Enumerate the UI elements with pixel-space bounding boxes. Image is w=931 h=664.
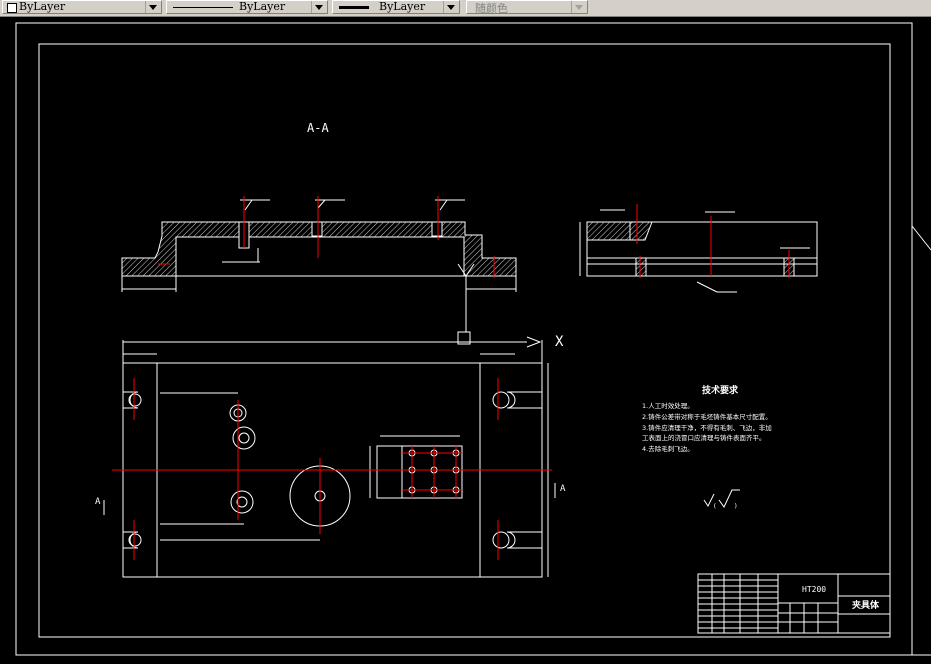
side-center-lines	[636, 204, 790, 278]
title-block-material: HT200	[802, 585, 826, 594]
sheet-inner-border	[38, 43, 891, 638]
chevron-down-icon[interactable]	[311, 1, 326, 13]
tech-requirements: 技术要求 1.人工时效处理。 2.铸件公差带对称于毛坯铸件基本尺寸配置。 3.铸…	[642, 384, 772, 453]
lineweight-dropdown[interactable]: ByLayer	[332, 0, 460, 14]
roughness-symbol-icon: ( )	[703, 489, 740, 510]
properties-toolbar: ByLayer ByLayer ByLayer 随颜色	[0, 0, 931, 17]
plotstyle-dropdown: 随颜色	[466, 0, 588, 15]
section-label: A-A	[307, 121, 329, 135]
lineweight-dropdown-value: ByLayer	[379, 0, 426, 13]
section-view-a-a	[121, 199, 517, 332]
chevron-down-icon[interactable]	[443, 1, 458, 13]
plan-center-lines	[112, 378, 552, 560]
linetype-preview-icon	[173, 7, 233, 8]
tech-requirement-item: 4.去除毛刺飞边。	[642, 444, 694, 453]
x-axis-label: X	[555, 334, 564, 350]
tech-requirement-item: 3.铸件应清理干净，不得有毛刺、飞边，非加	[642, 423, 772, 432]
lineweight-preview-icon	[339, 6, 369, 9]
color-dropdown[interactable]: ByLayer	[2, 0, 162, 14]
plotstyle-dropdown-value: 随颜色	[475, 2, 508, 15]
tech-requirement-item: 2.铸件公差带对称于毛坯铸件基本尺寸配置。	[642, 412, 772, 421]
section-center-lines	[158, 196, 495, 278]
title-block	[697, 573, 891, 634]
tech-requirement-item: 1.人工时效处理。	[642, 401, 694, 410]
linetype-dropdown[interactable]: ByLayer	[166, 0, 328, 14]
chevron-down-icon[interactable]	[145, 1, 160, 13]
sheet-outer-border	[15, 22, 913, 656]
view-arrow-label-right: A	[560, 484, 566, 494]
tech-requirement-item: 工表面上的浇冒口应清理与铸件表面齐平。	[642, 433, 766, 442]
svg-text:(: (	[713, 503, 717, 510]
color-swatch-icon	[7, 3, 17, 13]
title-block-part-name: 夹具体	[852, 599, 880, 611]
side-view	[579, 209, 818, 293]
linetype-dropdown-value: ByLayer	[239, 0, 286, 13]
color-dropdown-value: ByLayer	[19, 0, 66, 13]
cursor-crosshair-icon	[911, 225, 931, 656]
svg-text:): )	[734, 503, 738, 510]
drawing-canvas[interactable]: A-A	[0, 17, 931, 664]
plan-view	[103, 331, 556, 578]
view-arrow-label-left: A	[95, 497, 101, 507]
tech-requirements-title: 技术要求	[702, 384, 739, 396]
chevron-down-icon	[571, 1, 586, 13]
